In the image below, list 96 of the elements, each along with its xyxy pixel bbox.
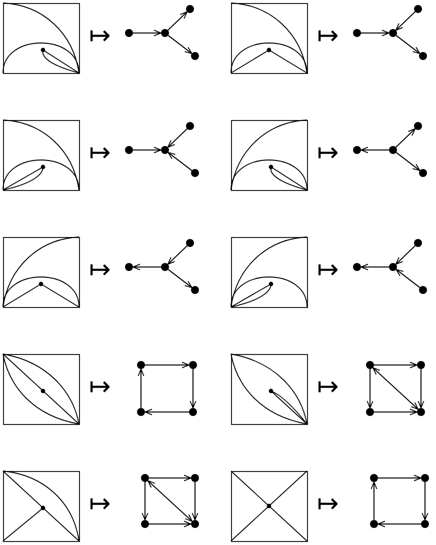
arrow (378, 520, 422, 528)
graph-vertex (353, 263, 361, 271)
maps-to-symbol: ↦ (89, 138, 111, 168)
maps-to-symbol: ↦ (89, 372, 111, 402)
arrow (167, 128, 188, 148)
arrow (132, 264, 162, 270)
graph-vertex (191, 52, 199, 60)
arrow (396, 268, 420, 288)
graph-vertex (370, 474, 378, 482)
arrow (138, 368, 144, 408)
arrow (167, 11, 188, 31)
arrow (168, 268, 192, 288)
arrow (422, 482, 428, 520)
arrow (132, 146, 162, 154)
graph-vertex (353, 29, 361, 37)
graph-vertex (137, 361, 145, 369)
curve-drawing (231, 471, 308, 542)
maps-to-symbol: ↦ (317, 489, 339, 519)
maps-to-symbol: ↦ (89, 489, 111, 519)
arrow (396, 34, 420, 54)
graph-vertex (414, 5, 422, 13)
graph-vertex (189, 361, 197, 369)
arrow (395, 11, 416, 31)
arrow (144, 362, 190, 368)
maps-to-symbol: ↦ (89, 255, 111, 285)
curve-drawing (3, 3, 80, 74)
graph-vertex (353, 146, 361, 154)
graph-vertex (417, 361, 425, 369)
graph-vertex (161, 29, 169, 37)
maps-to-symbol: ↦ (317, 21, 339, 51)
graph-vertex (419, 169, 427, 177)
arrow (192, 482, 198, 520)
arrow (190, 368, 196, 408)
curve-drawing (231, 354, 308, 425)
graph-vertex (370, 520, 378, 528)
graph-vertex (161, 263, 169, 271)
arrow (396, 152, 420, 172)
maps-to-symbol: ↦ (89, 21, 111, 51)
arrow (167, 245, 188, 265)
graph-vertex (421, 520, 429, 528)
arrow (378, 474, 422, 482)
arrow (374, 408, 418, 416)
arrow (395, 245, 416, 265)
arrow (147, 480, 193, 522)
curve-drawing (231, 237, 308, 308)
curve-drawing (3, 237, 80, 308)
graph-vertex (414, 239, 422, 247)
arrow (142, 482, 148, 520)
graph-vertex (191, 520, 199, 528)
graph-vertex (419, 286, 427, 294)
graph-vertex (417, 408, 425, 416)
graph-vertex (186, 122, 194, 130)
arrow (370, 482, 378, 520)
graph-vertex (125, 146, 133, 154)
arrow (372, 367, 419, 410)
arrow (148, 474, 192, 482)
curve-drawing (3, 354, 80, 425)
graph-vertex (389, 146, 397, 154)
graph-vertex (189, 408, 197, 416)
curve-drawing (231, 120, 308, 191)
graph-vertex (141, 520, 149, 528)
arrow (132, 30, 162, 36)
graph-vertex (366, 361, 374, 369)
curve-drawing (231, 3, 308, 74)
curve-drawing (3, 120, 80, 191)
graph-vertex (186, 239, 194, 247)
graph-vertex (191, 286, 199, 294)
arrow (168, 34, 192, 54)
graph-vertex (137, 408, 145, 416)
arrow (168, 152, 192, 172)
graph-vertex (389, 29, 397, 37)
maps-to-symbol: ↦ (317, 372, 339, 402)
arrow (418, 368, 424, 408)
arrow (360, 30, 390, 36)
maps-to-symbol: ↦ (317, 138, 339, 168)
graph-vertex (421, 474, 429, 482)
graph-vertex (161, 146, 169, 154)
graph-vertex (191, 169, 199, 177)
arrow (148, 520, 192, 528)
curve-drawing (3, 471, 80, 542)
arrow (366, 368, 374, 408)
graph-vertex (125, 263, 133, 271)
maps-to-symbol: ↦ (317, 255, 339, 285)
graph-vertex (419, 52, 427, 60)
graph-vertex (186, 5, 194, 13)
graph-vertex (141, 474, 149, 482)
graph-vertex (125, 29, 133, 37)
graph-vertex (389, 263, 397, 271)
arrow (360, 146, 390, 154)
arrow (144, 408, 190, 416)
arrow (360, 264, 390, 270)
arrow (395, 128, 416, 148)
graph-vertex (414, 122, 422, 130)
arrow (374, 362, 418, 368)
graph-vertex (191, 474, 199, 482)
graph-vertex (366, 408, 374, 416)
